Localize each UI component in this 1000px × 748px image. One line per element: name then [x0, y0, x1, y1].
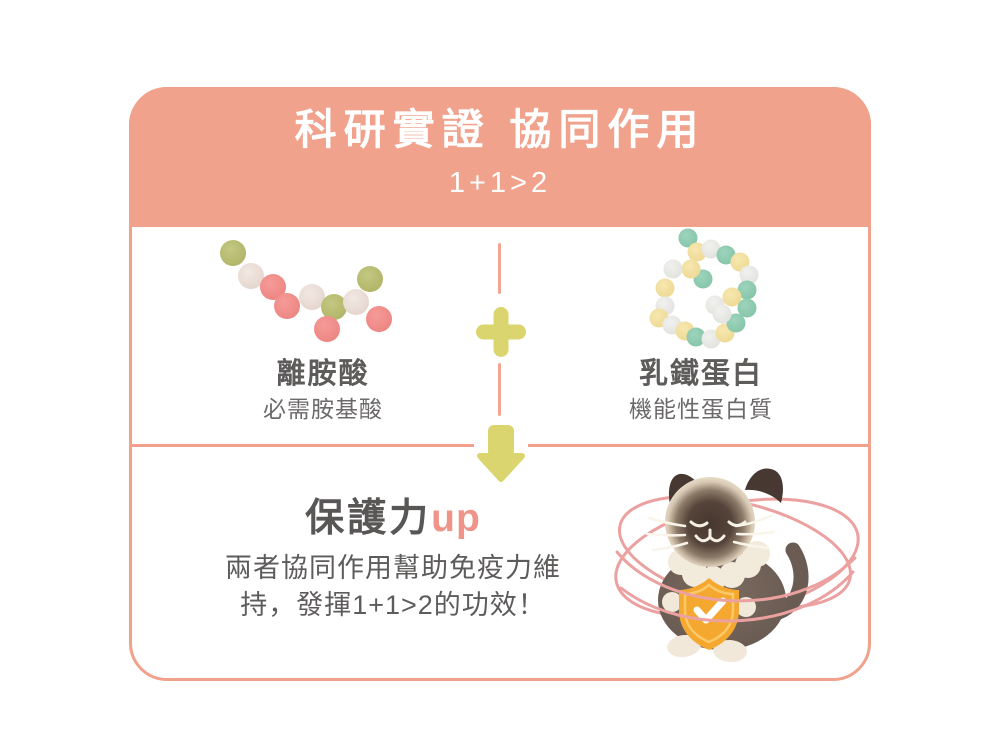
cat-ear-right: [745, 468, 783, 503]
result-title-main: 保護力: [305, 497, 432, 540]
vertical-divider-top: [498, 243, 501, 294]
cat-tail: [771, 542, 809, 620]
cat-whiskers: [645, 514, 776, 552]
down-arrow-icon: [471, 423, 531, 485]
horizontal-divider-right: [528, 444, 868, 447]
header-title: 科研實證 協同作用: [294, 106, 706, 153]
cat-paw-left: [662, 592, 682, 612]
card-header: 科研實證 協同作用 1+1>2: [129, 87, 871, 227]
protein-bead-cluster-illustration: [649, 228, 759, 349]
plus-icon: [476, 307, 526, 357]
cat-with-shield-illustration: [597, 460, 867, 670]
orbit-rings-front: [615, 550, 857, 623]
result-title-accent: up: [431, 497, 481, 540]
cat-ruff: [668, 541, 770, 592]
infographic-card: 科研實證 協同作用 1+1>2: [129, 87, 871, 681]
horizontal-divider-left: [132, 444, 474, 447]
amino-acid-bead-chain-illustration: [220, 240, 392, 342]
lysine-name: 離胺酸: [276, 358, 370, 390]
vertical-divider-bottom: [498, 363, 501, 416]
lysine-category: 必需胺基酸: [263, 396, 383, 422]
cat-foot-left: [667, 634, 701, 658]
lactoferrin-name: 乳鐵蛋白: [638, 358, 763, 390]
result-description-line2: 持，發揮1+1>2的功效！: [240, 590, 546, 620]
lactoferrin-category: 機能性蛋白質: [629, 396, 773, 422]
cat-foot-right: [713, 639, 747, 663]
result-description: 兩者協同作用幫助免疫力維 持，發揮1+1>2的功效！: [163, 550, 623, 624]
result-description-line1: 兩者協同作用幫助免疫力維: [225, 553, 561, 583]
header-subtitle: 1+1>2: [448, 167, 552, 199]
cat-head: [665, 477, 755, 567]
result-title: 保護力up: [193, 496, 593, 542]
